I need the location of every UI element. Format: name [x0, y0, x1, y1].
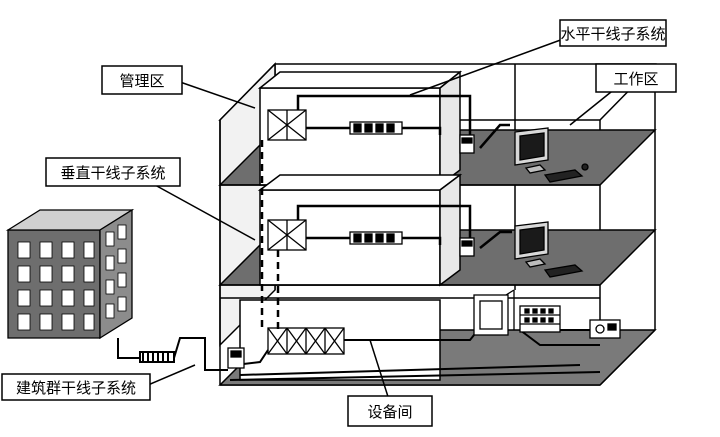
campus-building — [5, 208, 135, 340]
horizontal-cables — [296, 94, 512, 249]
label-horizontal: 水平干线子系统 — [559, 19, 667, 47]
vertical-subsystem-label: 垂直干线子系统 — [60, 164, 165, 182]
server-cabinet — [473, 289, 515, 336]
vertical-backbone-cables — [260, 140, 280, 330]
management-label: 管理区 — [119, 72, 164, 90]
wall-outlets — [227, 134, 475, 369]
label-vertical: 垂直干线子系统 — [45, 157, 181, 187]
label-management: 管理区 — [101, 65, 183, 95]
label-campus: 建筑群干线子系统 — [1, 373, 151, 401]
horizontal-subsystem-label: 水平干线子系统 — [560, 25, 665, 43]
computer-floor3 — [514, 127, 589, 183]
phone-switch — [589, 319, 621, 339]
work-area-label: 工作区 — [613, 70, 658, 88]
management-cabinet-floor2 — [267, 219, 403, 251]
computer-floor2 — [514, 221, 584, 278]
label-work: 工作区 — [595, 63, 677, 93]
callout-leaders — [147, 37, 617, 404]
label-equipment: 设备间 — [347, 395, 433, 427]
management-cabinet-floor3 — [267, 109, 403, 141]
equipment-room-label: 设备间 — [367, 403, 412, 421]
distribution-frame — [519, 305, 561, 333]
campus-cable — [117, 337, 228, 371]
campus-subsystem-label: 建筑群干线子系统 — [16, 379, 136, 397]
equipment-room-patch-panels — [267, 327, 345, 355]
